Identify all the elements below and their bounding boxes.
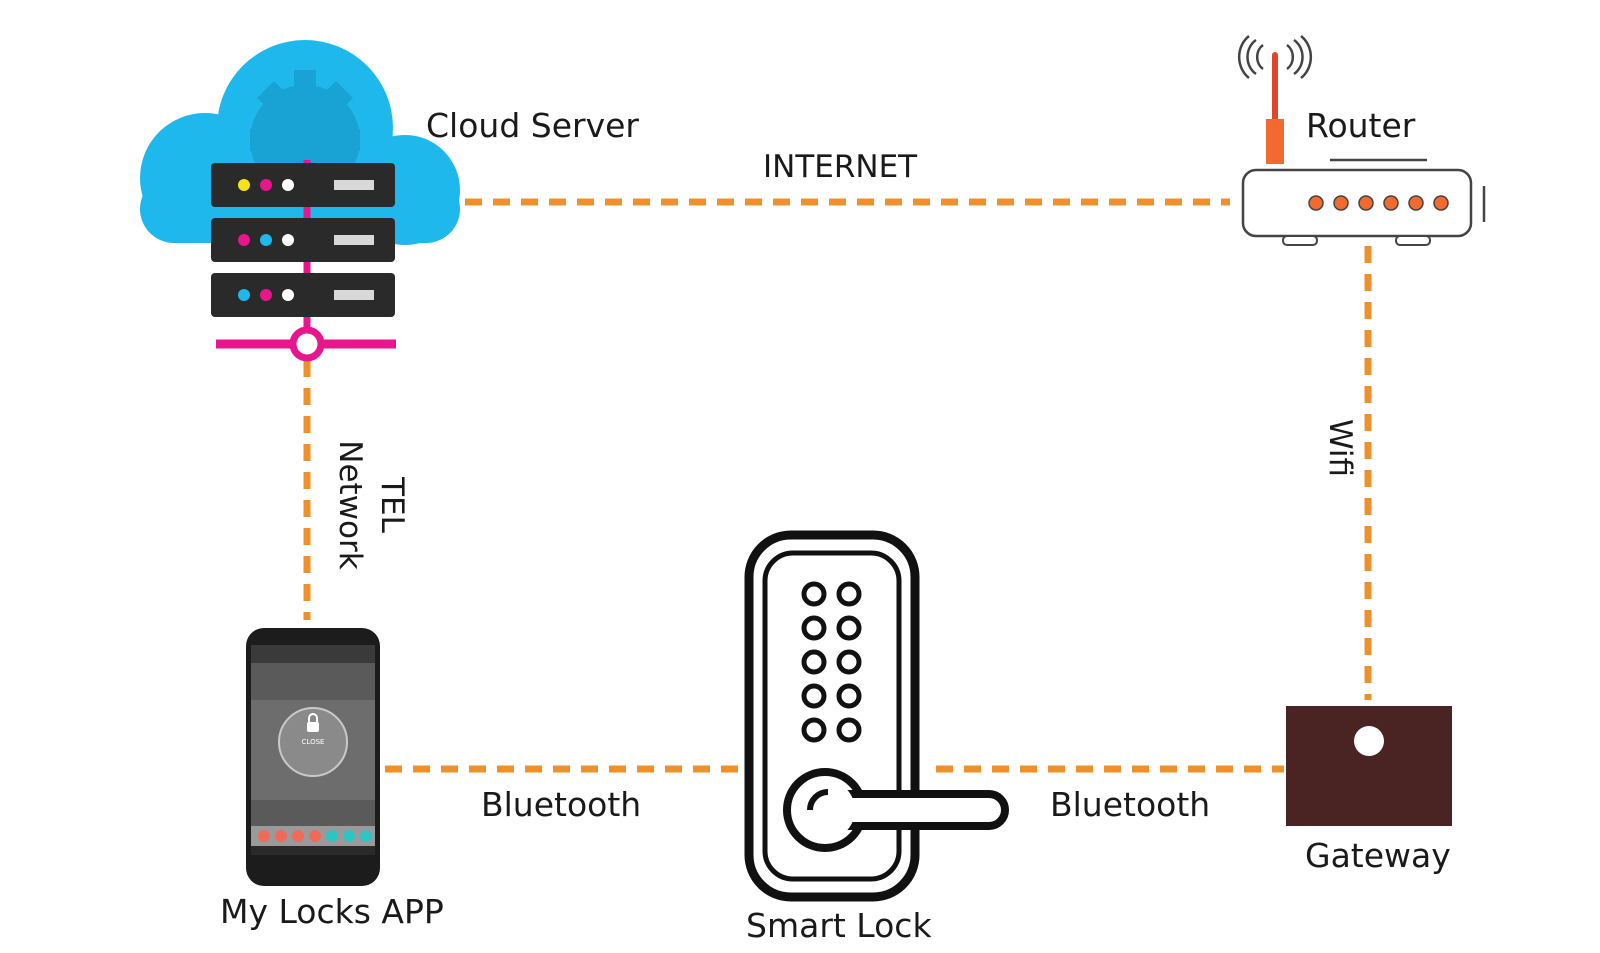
- cloud-server-label: Cloud Server: [426, 106, 639, 145]
- network-bar-icon: [216, 326, 396, 362]
- router-body: [1241, 168, 1473, 238]
- phone-icon: CLOSE: [246, 628, 380, 886]
- keypad-icon: [801, 581, 862, 743]
- server-unit-2: [211, 218, 395, 262]
- padlock-icon: [307, 722, 319, 732]
- server-unit-3: [211, 273, 395, 317]
- smart-lock-icon: [744, 530, 1009, 902]
- tel-network-label-line2: Network: [332, 440, 368, 569]
- internet-label: INTERNET: [763, 149, 918, 185]
- lock-gateway-bluetooth-label: Bluetooth: [1050, 785, 1210, 824]
- router-label: Router: [1306, 106, 1416, 145]
- gateway-label: Gateway: [1305, 836, 1451, 875]
- wifi-label: Wifi: [1322, 419, 1358, 477]
- router-icon: [1237, 35, 1486, 246]
- router-led-row: [1308, 195, 1449, 211]
- app-lock-bluetooth-label: Bluetooth: [481, 785, 641, 824]
- signal-waves-icon: [1237, 35, 1313, 79]
- tel-network-label-line1: TEL: [374, 476, 410, 534]
- app-lock-status: CLOSE: [302, 738, 325, 746]
- gateway-icon: [1286, 706, 1452, 826]
- lock-status-ring: [278, 707, 348, 777]
- app-bottom-bar: [251, 826, 375, 846]
- smart-lock-label: Smart Lock: [746, 906, 932, 945]
- gateway-indicator-icon: [1354, 726, 1384, 756]
- tel-network-label-group: Network TEL: [332, 440, 410, 569]
- app-label: My Locks APP: [220, 892, 444, 931]
- cloud-server-icon: [140, 40, 460, 362]
- server-unit-1: [211, 163, 395, 207]
- wifi-label-group: Wifi: [1322, 419, 1358, 477]
